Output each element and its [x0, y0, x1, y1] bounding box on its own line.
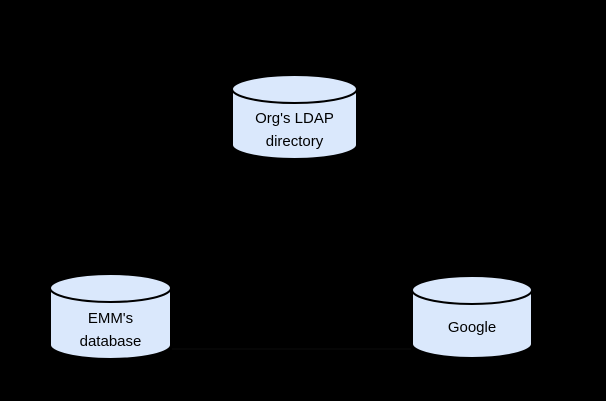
cylinder-rim — [411, 289, 533, 305]
database-cylinder-icon — [231, 74, 358, 160]
cylinder-rim — [231, 88, 358, 104]
database-cylinder-icon — [49, 273, 172, 360]
database-cylinder-icon — [411, 275, 533, 359]
node-emms-database: EMM's database — [49, 273, 172, 360]
cylinder-rim — [49, 287, 172, 303]
cylinder-body — [49, 273, 172, 360]
cylinder-body — [231, 74, 358, 160]
node-google: Google — [411, 275, 533, 359]
node-orgs-ldap-directory: Org's LDAP directory — [231, 74, 358, 160]
cylinder-body — [411, 275, 533, 359]
